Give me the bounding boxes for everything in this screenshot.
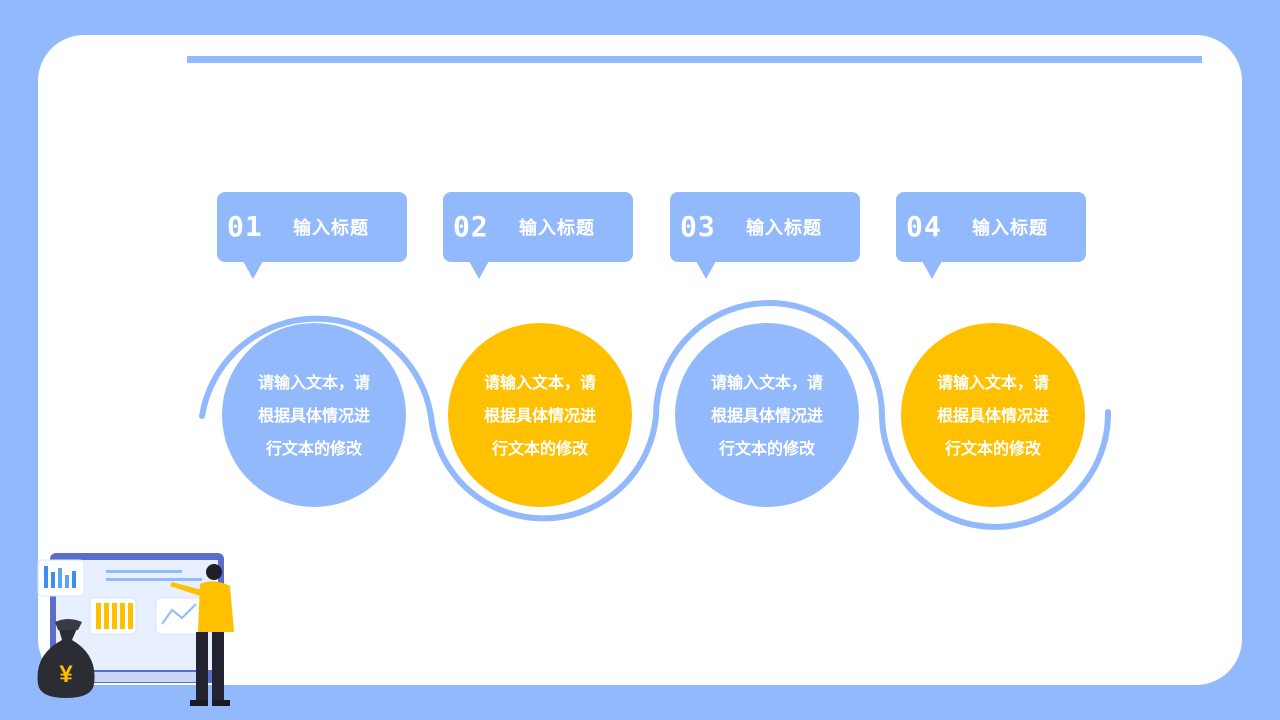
- step-description: 请输入文本，请根据具体情况进行文本的修改: [936, 372, 1049, 458]
- step-tag-1: 01 输入标题: [217, 192, 407, 279]
- step-circle-2: 请输入文本，请根据具体情况进行文本的修改: [448, 323, 632, 507]
- step-number: 02: [453, 210, 489, 243]
- step-description: 请输入文本，请根据具体情况进行文本的修改: [257, 372, 370, 458]
- step-circle-1: 请输入文本，请根据具体情况进行文本的修改: [222, 323, 406, 507]
- svg-text:¥: ¥: [59, 661, 73, 688]
- step-number: 03: [680, 210, 716, 243]
- top-divider: [187, 56, 1202, 63]
- step-circle-4: 请输入文本，请根据具体情况进行文本的修改: [901, 323, 1085, 507]
- money-bag-icon: ¥: [37, 619, 95, 698]
- step-title: 输入标题: [293, 218, 369, 239]
- step-title: 输入标题: [519, 218, 595, 239]
- step-tag-3: 03 输入标题: [670, 192, 860, 279]
- line-chart-icon: [155, 597, 203, 635]
- step-number: 04: [906, 210, 942, 243]
- step-number: 01: [227, 210, 263, 243]
- bar-chart-icon: [37, 559, 85, 597]
- step-title: 输入标题: [972, 218, 1048, 239]
- step-title: 输入标题: [746, 218, 822, 239]
- step-tag-2: 02 输入标题: [443, 192, 633, 279]
- step-tag-4: 04 输入标题: [896, 192, 1086, 279]
- step-circle-3: 请输入文本，请根据具体情况进行文本的修改: [675, 323, 859, 507]
- step-description: 请输入文本，请根据具体情况进行文本的修改: [483, 372, 596, 458]
- step-description: 请输入文本，请根据具体情况进行文本的修改: [710, 372, 823, 458]
